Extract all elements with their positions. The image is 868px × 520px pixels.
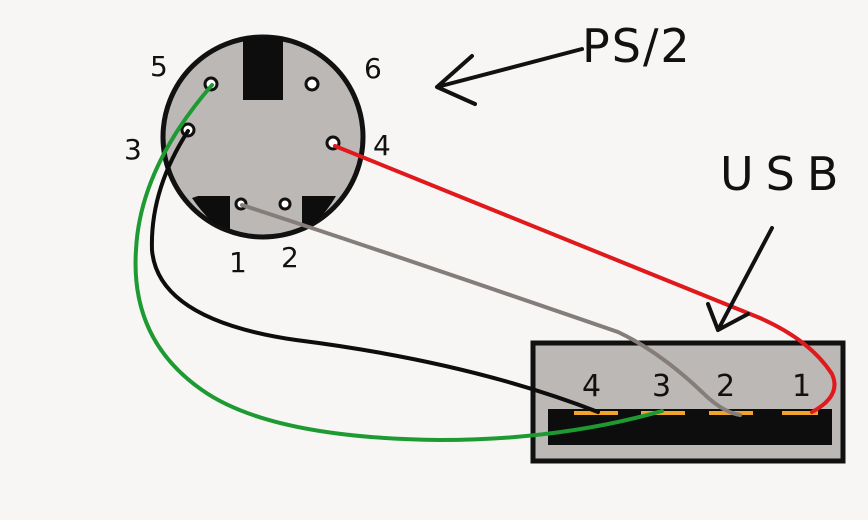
ps2-label: PS/2	[582, 19, 692, 73]
usb-arrow	[706, 226, 774, 332]
ps2-pin-hole-6	[304, 76, 320, 92]
usb-pin-label-1: 1	[792, 369, 811, 404]
ps2-pin-label-1: 1	[229, 246, 247, 279]
wires	[133, 83, 837, 443]
usb-pin-label-4: 4	[582, 369, 601, 404]
usb-contact-1	[782, 411, 818, 415]
ps2-pin-labels: 5 6 3 4 1 2	[124, 50, 391, 279]
ps2-key-top	[243, 37, 283, 100]
wire-red	[333, 144, 837, 414]
wire-green	[133, 83, 664, 443]
wire-black	[149, 129, 600, 414]
usb-contact-3	[641, 411, 685, 415]
usb-pin-labels: 4 3 2 1	[582, 369, 811, 404]
arrows	[435, 47, 774, 332]
ps2-pin-label-4: 4	[373, 129, 391, 162]
usb-pin-label-3: 3	[652, 369, 671, 404]
ps2-connector	[160, 34, 366, 240]
ps2-pin-label-6: 6	[364, 52, 382, 85]
wire-gray	[240, 203, 742, 417]
ps2-pin-label-3: 3	[124, 133, 142, 166]
usb-pin-label-2: 2	[716, 369, 735, 404]
ps2-notch-right	[302, 196, 336, 229]
ps2-pin-label-5: 5	[150, 50, 168, 83]
usb-label: USB	[720, 147, 850, 201]
ps2-arrow	[435, 47, 584, 106]
ps2-notch-left	[192, 196, 230, 230]
ps2-pin-hole-2	[278, 197, 292, 211]
ps2-pin-label-2: 2	[281, 241, 299, 274]
